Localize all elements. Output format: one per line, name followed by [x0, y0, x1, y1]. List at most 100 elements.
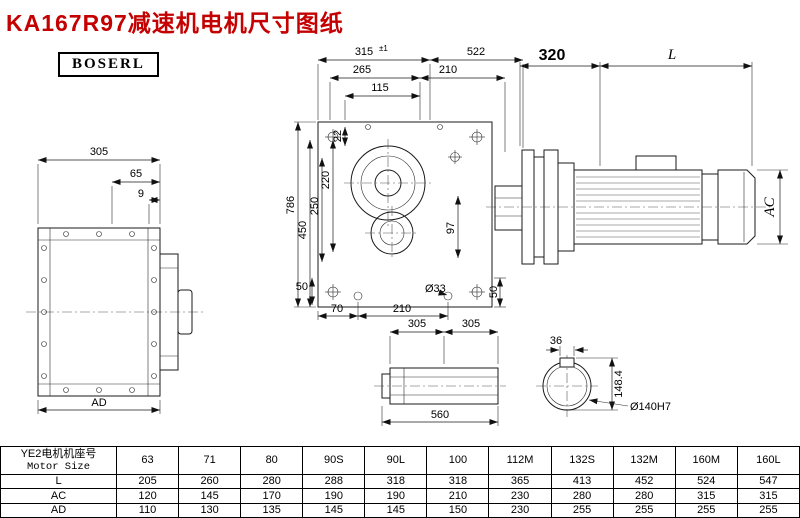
- cell: 230: [488, 502, 552, 518]
- dim-65-label: 65: [130, 168, 142, 180]
- cell: 280: [240, 473, 304, 490]
- dim-50-left-label: 50: [296, 281, 308, 293]
- cell: 145: [364, 502, 428, 518]
- brand-logo-text: BOSERL: [72, 56, 145, 72]
- dim-36-label: 36: [550, 335, 562, 347]
- frame-column-header: 112M: [488, 446, 552, 475]
- motor-size-header-en: Motor Size: [26, 460, 90, 473]
- dim-140H7-label: Ø140H7: [630, 401, 671, 413]
- cell: 280: [550, 488, 614, 504]
- cell: 255: [736, 502, 800, 518]
- cell: 315: [736, 488, 800, 504]
- motor-size-header-cn: YE2电机机座号: [20, 448, 97, 461]
- cell: 145: [178, 488, 242, 504]
- cell: 365: [488, 473, 552, 490]
- cell: 318: [364, 473, 428, 490]
- frame-column-header: 63: [115, 446, 180, 475]
- cell: 524: [674, 473, 738, 490]
- dim-115-label: 115: [371, 82, 389, 94]
- dim-220-label: 220: [320, 171, 332, 189]
- table-row-AD: AD 110 130 135 145 145 150 230 255 255 2…: [0, 502, 800, 518]
- frame-column-header: 100: [426, 446, 490, 475]
- bolt-holes: [41, 231, 157, 393]
- cell: 315: [674, 488, 738, 504]
- cell: 288: [302, 473, 366, 490]
- dim-522-label: 522: [467, 46, 485, 58]
- table-header-row: YE2电机机座号 Motor Size 63 71 80 90S 90L 100…: [0, 446, 800, 475]
- frame-column-header: 80: [240, 446, 304, 475]
- cell: 110: [115, 502, 180, 518]
- cell: 452: [612, 473, 676, 490]
- frame-column-header: 90S: [302, 446, 366, 475]
- table-row-L: L 205 260 280 288 318 318 365 413 452 52…: [0, 473, 800, 490]
- frame-column-header: 90L: [364, 446, 428, 475]
- dim-210-bottom-label: 210: [393, 303, 411, 315]
- cell: 230: [488, 488, 552, 504]
- frame-column-header: 132S: [550, 446, 614, 475]
- frame-column-header: 71: [178, 446, 242, 475]
- table-row-AC: AC 120 145 170 190 190 210 230 280 280 3…: [0, 488, 800, 504]
- row-label-AD: AD: [0, 502, 117, 518]
- front-view-dimensions: 315 ±1 522 265 210 115 786 450 250 220 2…: [285, 44, 524, 320]
- cell: 190: [302, 488, 366, 504]
- cell: 255: [550, 502, 614, 518]
- technical-drawing: 305 65 9 AD: [26, 44, 788, 426]
- motor-size-header: YE2电机机座号 Motor Size: [0, 446, 117, 475]
- dim-315-tolerance: ±1: [379, 44, 388, 53]
- frame-column-header: 160M: [674, 446, 738, 475]
- row-label-AC: AC: [0, 488, 117, 504]
- motor-size-table-wrap: YE2电机机座号 Motor Size 63 71 80 90S 90L 100…: [0, 446, 800, 518]
- cell: 130: [178, 502, 242, 518]
- dim-AC-label: AC: [762, 196, 778, 217]
- dim-AD-label: AD: [91, 397, 106, 409]
- dim-side-305-label: 305: [90, 146, 108, 158]
- cell: 318: [426, 473, 490, 490]
- motor-size-table: YE2电机机座号 Motor Size 63 71 80 90S 90L 100…: [0, 446, 800, 518]
- dim-305b-label: 305: [462, 318, 480, 330]
- dim-786-label: 786: [285, 196, 297, 214]
- cell: 210: [426, 488, 490, 504]
- cell: 547: [736, 473, 800, 490]
- dim-70-label: 70: [331, 303, 343, 315]
- dim-L-label: L: [667, 47, 676, 63]
- dim-210-top-label: 210: [439, 64, 457, 76]
- page-title: KA167R97减速机电机尺寸图纸: [6, 10, 344, 36]
- gearbox-side-view: [26, 227, 204, 397]
- cell: 150: [426, 502, 490, 518]
- brand-logo: BOSERL: [58, 52, 159, 77]
- cell: 205: [115, 473, 180, 490]
- motor-view-dimensions: 320 L AC: [519, 47, 788, 245]
- dim-320-label: 320: [539, 47, 566, 64]
- dim-560-label: 560: [431, 409, 449, 421]
- hollow-shaft-view: [374, 367, 506, 405]
- cell: 170: [240, 488, 304, 504]
- frame-column-header: 160L: [736, 446, 800, 475]
- cell: 413: [550, 473, 614, 490]
- cell: 255: [674, 502, 738, 518]
- dim-305a-label: 305: [408, 318, 426, 330]
- dim-148-label: 148.4: [613, 370, 625, 398]
- cell: 280: [612, 488, 676, 504]
- dim-250-label: 250: [309, 197, 321, 215]
- cell: 260: [178, 473, 242, 490]
- dim-450-label: 450: [297, 221, 309, 239]
- dim-33-hole-label: Ø33: [425, 283, 446, 295]
- dim-50-right-label: 50: [488, 286, 500, 298]
- shaft-view-dimensions: 305 305 560: [381, 318, 499, 426]
- row-label-L: L: [0, 473, 117, 490]
- frame-column-header: 132M: [612, 446, 676, 475]
- cell: 255: [612, 502, 676, 518]
- cell: 190: [364, 488, 428, 504]
- dim-265-label: 265: [353, 64, 371, 76]
- shaft-bore-view: [536, 355, 598, 417]
- gearbox-front-view: [317, 121, 493, 308]
- cell: 145: [302, 502, 366, 518]
- dim-97-label: 97: [445, 222, 457, 234]
- corner-bolt-holes: [325, 129, 485, 300]
- dim-9-label: 9: [138, 188, 144, 200]
- cell: 135: [240, 502, 304, 518]
- cell: 120: [115, 488, 180, 504]
- dim-22-label: 22: [332, 130, 344, 142]
- bore-view-dimensions: 36 148.4 Ø140H7: [546, 335, 671, 413]
